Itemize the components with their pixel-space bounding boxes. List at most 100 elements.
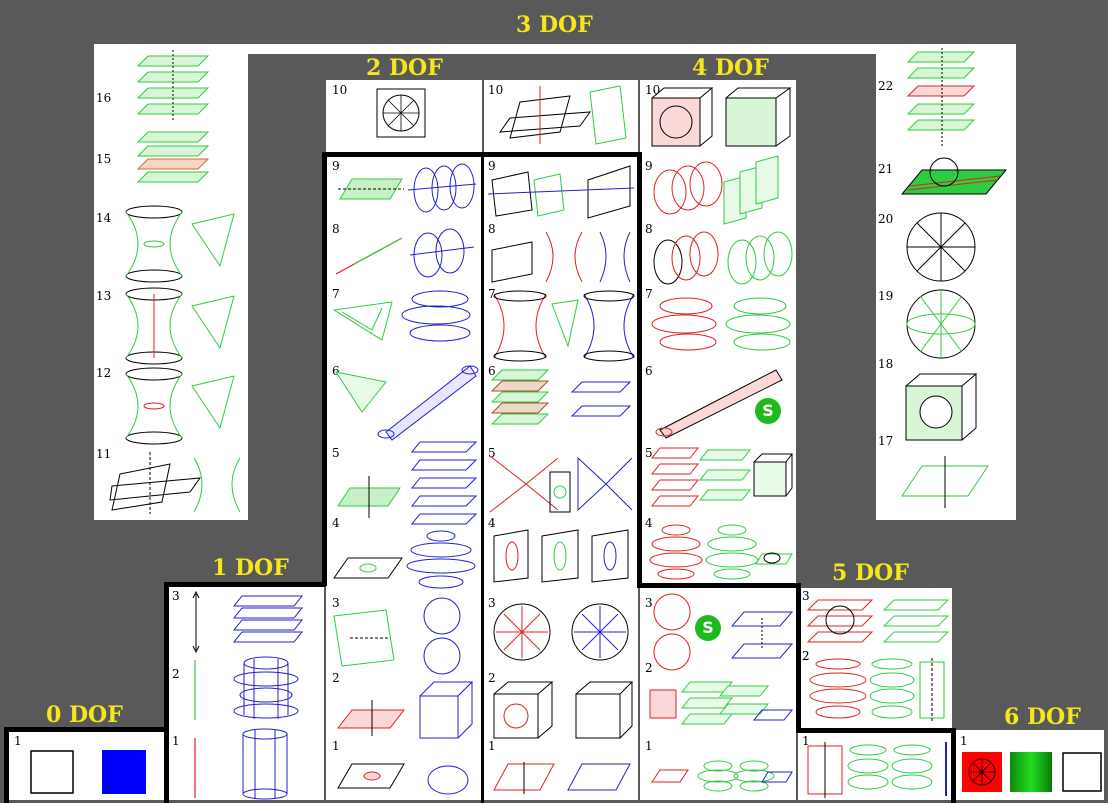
- dof2-row7-spiral: [400, 285, 478, 351]
- dof4-row3-planes: [730, 608, 794, 664]
- dof0-blue-square: [102, 750, 146, 794]
- dof2-row4-plane: [332, 556, 404, 582]
- dof5-row2-stacks: [808, 656, 948, 724]
- dof3-row11-planes: [110, 450, 244, 516]
- row-number: 10: [332, 84, 347, 96]
- row-number: 1: [172, 735, 180, 747]
- dof2-row3-cone: [330, 608, 400, 668]
- dof0-white-square: [30, 750, 74, 794]
- dof1-row1-cylinder: [240, 728, 290, 800]
- outline: [637, 152, 642, 586]
- dof2-row3-spheres: [418, 596, 466, 678]
- dof1-row1-line: [190, 738, 200, 798]
- dof3-top-band: [246, 44, 876, 54]
- row-number: 9: [332, 160, 340, 172]
- row-number: 4: [332, 517, 340, 529]
- dof2-row5-planes: [410, 438, 478, 528]
- dof1-row2-line: [190, 660, 200, 720]
- dof2-row9-cylinders: [404, 160, 478, 216]
- dof1-row3-planes: [232, 592, 304, 650]
- outline: [796, 583, 801, 733]
- dof1-title: 1 DOF: [212, 557, 289, 579]
- dof3-row21-plane: [900, 152, 1008, 200]
- row-number: 1: [645, 740, 653, 752]
- row-number: 20: [878, 213, 893, 225]
- dof1-row3-arrow: [190, 592, 202, 652]
- row-number: 18: [878, 358, 893, 370]
- dof2-row6-ribbon: [372, 362, 478, 442]
- row-number: 22: [878, 80, 893, 92]
- dof0-title: 0 DOF: [46, 704, 123, 726]
- dof4-title: 4 DOF: [692, 57, 769, 79]
- dof3-row9-planes: [488, 160, 634, 222]
- row-number: 12: [96, 367, 111, 379]
- dof3-row16-planes: [136, 50, 210, 120]
- dof3-row18-cube: [904, 372, 978, 442]
- dof2-row4-stack: [404, 528, 478, 590]
- dof3-title: 3 DOF: [516, 14, 593, 36]
- row-number: 2: [172, 668, 180, 680]
- dof3-row5-cones: [488, 448, 634, 524]
- row-number: 13: [96, 290, 111, 302]
- dof4-row10-cubes: [650, 86, 794, 148]
- row-number: 17: [878, 435, 893, 447]
- outline: [322, 152, 327, 586]
- row-number: 16: [96, 92, 111, 104]
- dof6-red-cube: [962, 752, 1002, 792]
- dof3-row22-planes: [906, 48, 976, 148]
- dof1-row2-stack: [230, 655, 302, 727]
- dof2-title: 2 DOF: [366, 57, 443, 79]
- row-number: 1: [960, 735, 968, 747]
- dof3-row3-spheres: [492, 600, 632, 662]
- row-number: 1: [332, 740, 340, 752]
- s-badge: S: [695, 615, 721, 641]
- row-number: 19: [878, 290, 893, 302]
- row-number: 21: [878, 163, 893, 175]
- dof4-row2-cubes: [648, 676, 794, 728]
- dof3-row7-hyperboloids: [488, 290, 634, 362]
- dof3-row17-plane: [900, 456, 990, 508]
- dof3-row15-planes: [136, 128, 210, 190]
- dof4-row6-ribbon: [650, 366, 790, 440]
- row-number: 5: [332, 447, 340, 459]
- outline: [796, 728, 956, 733]
- dof2-row7-cone: [332, 300, 398, 350]
- dof3-row14-hyperboloids: [124, 204, 244, 284]
- dof4-row5-stacks: [650, 440, 794, 522]
- dof2-row10-circle: [376, 88, 426, 138]
- dof3-row13-hyperboloids: [124, 286, 244, 366]
- dof6-title: 6 DOF: [1004, 706, 1081, 728]
- dof4-row7-spirals: [650, 292, 794, 362]
- dof3-row12-hyperboloids: [124, 366, 244, 446]
- dof4-row8-cylinders: [650, 226, 794, 290]
- dof6-white-square: [1062, 752, 1102, 792]
- row-number: 2: [332, 672, 340, 684]
- dof2-row5-plane: [336, 476, 402, 518]
- row-number: 8: [332, 223, 340, 235]
- dof3-row1-planes: [492, 762, 632, 794]
- outline: [951, 728, 956, 803]
- outline: [481, 152, 484, 803]
- row-number: 1: [14, 735, 22, 747]
- dof2-row8-line: [334, 236, 404, 276]
- dof3-row4-planes: [488, 528, 634, 584]
- dof3-row8-hyperboloids: [488, 226, 634, 288]
- dof2-row2-plane: [336, 700, 406, 736]
- dof5-title: 5 DOF: [832, 562, 909, 584]
- dof2-row2-box: [418, 680, 474, 742]
- dof2-row8-cylinders: [404, 225, 476, 281]
- dof3-row6-planes: [488, 364, 634, 438]
- row-number: 14: [96, 212, 111, 224]
- outline: [164, 582, 169, 803]
- dof2-row9-plane: [338, 175, 404, 205]
- row-number: 11: [96, 448, 111, 460]
- dof5-row1-stacks: [806, 740, 950, 798]
- dof3-row20-sphere: [904, 210, 978, 284]
- dof5-row3-planes: [808, 596, 948, 654]
- dof3-row10-planes: [500, 82, 630, 148]
- dof2-row1-sphere: [424, 758, 472, 798]
- dof4-row4-stacks: [650, 520, 794, 584]
- dof4-row3-spheres: [652, 592, 692, 674]
- dof4-row9-shapes: [650, 152, 794, 226]
- dof3-row2-cubes: [492, 680, 632, 742]
